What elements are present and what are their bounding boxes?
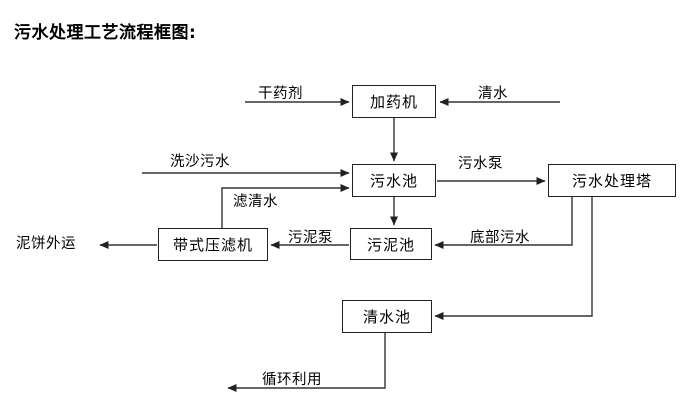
edge-label-filtered-clear-water: 滤清水 bbox=[233, 194, 278, 210]
edge-label-dry-chemical: 干药剂 bbox=[258, 86, 303, 102]
edge-label-mud-cake-transport: 泥饼外运 bbox=[16, 236, 76, 252]
edge-label-clean-water: 清水 bbox=[478, 86, 508, 102]
node-label: 污水处理塔 bbox=[571, 172, 652, 190]
edge-label-sand-wash-sewage: 洗沙污水 bbox=[170, 154, 230, 170]
node-sewage-pool[interactable]: 污水池 bbox=[352, 164, 436, 197]
edge-label-sludge-pump: 污泥泵 bbox=[288, 230, 333, 246]
page-title: 污水处理工艺流程框图: bbox=[14, 23, 197, 43]
node-clear-water-pool[interactable]: 清水池 bbox=[342, 300, 432, 333]
node-belt-filter-press[interactable]: 带式压滤机 bbox=[158, 228, 268, 261]
edge-label-recycle-reuse: 循环利用 bbox=[262, 372, 322, 388]
node-label: 污水池 bbox=[369, 172, 418, 190]
node-label: 污泥池 bbox=[366, 235, 415, 254]
node-label: 带式压滤机 bbox=[172, 236, 253, 254]
edge-label-sewage-pump: 污水泵 bbox=[458, 156, 503, 172]
node-treatment-tower[interactable]: 污水处理塔 bbox=[548, 164, 676, 197]
edge-label-bottom-sewage: 底部污水 bbox=[470, 230, 530, 246]
node-label: 加药机 bbox=[369, 93, 418, 111]
node-dosing-machine[interactable]: 加药机 bbox=[352, 85, 436, 118]
node-sludge-pool[interactable]: 污泥池 bbox=[350, 228, 432, 260]
node-label: 清水池 bbox=[362, 308, 411, 326]
